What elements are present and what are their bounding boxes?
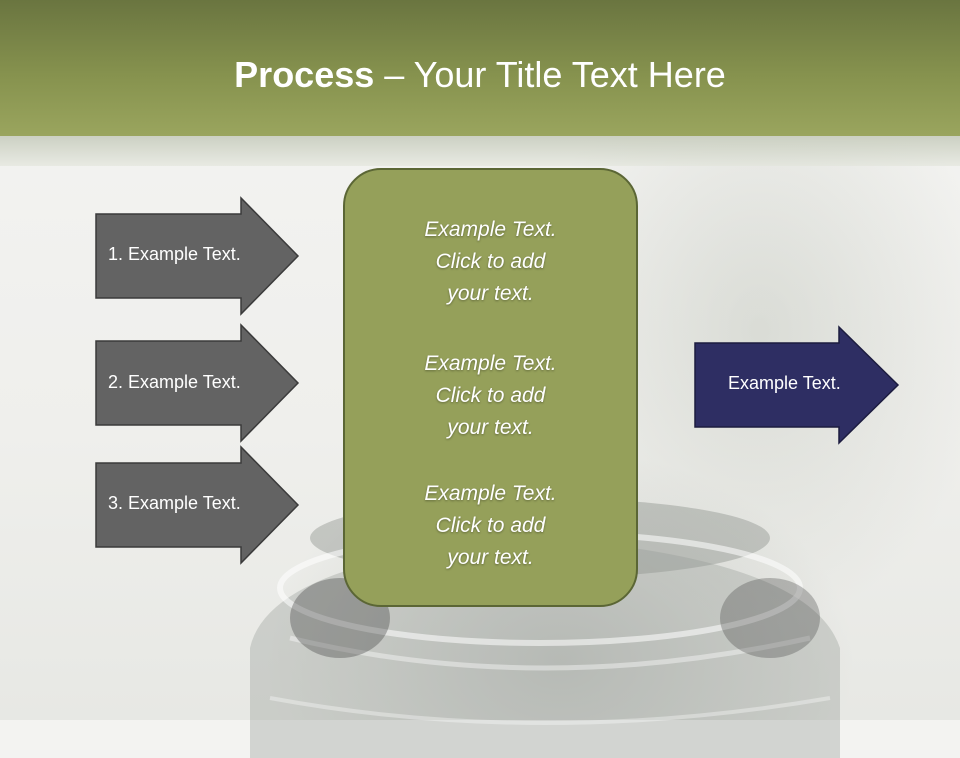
left-arrow-1[interactable] [95,196,300,316]
left-arrow-1-label: 1. Example Text. [108,244,241,264]
right-arrow-label: Example Text. [728,373,841,393]
title-rest: – Your Title Text Here [374,54,726,95]
title-bar-strip [0,136,960,166]
arrow-shapes [95,196,900,565]
center-text-line: Click to add [435,250,546,273]
center-text-block-3: Example Text. Click to add your text. [345,478,636,574]
center-text-line: Click to add [435,384,546,407]
center-text-line: Example Text. [424,218,557,241]
center-text-block-1: Example Text. Click to add your text. [345,214,636,310]
center-text-line: your text. [447,546,534,569]
left-arrow-3[interactable] [95,445,300,565]
right-arrow[interactable] [694,325,900,445]
title-bar [0,0,960,136]
center-text-block-2: Example Text. Click to add your text. [345,348,636,444]
center-text-line: your text. [447,282,534,305]
left-arrow-2[interactable] [95,323,300,443]
center-text-box[interactable]: Example Text. Click to add your text. Ex… [343,168,638,607]
left-arrow-2-label: 2. Example Text. [108,372,241,392]
left-arrow-3-label: 3. Example Text. [108,493,241,513]
center-text-line: Example Text. [424,352,557,375]
center-text-line: Click to add [435,514,546,537]
title-bold: Process [234,54,375,95]
slide-title[interactable]: Process – Your Title Text Here [0,48,960,102]
center-text-line: Example Text. [424,482,557,505]
center-text-line: your text. [447,416,534,439]
